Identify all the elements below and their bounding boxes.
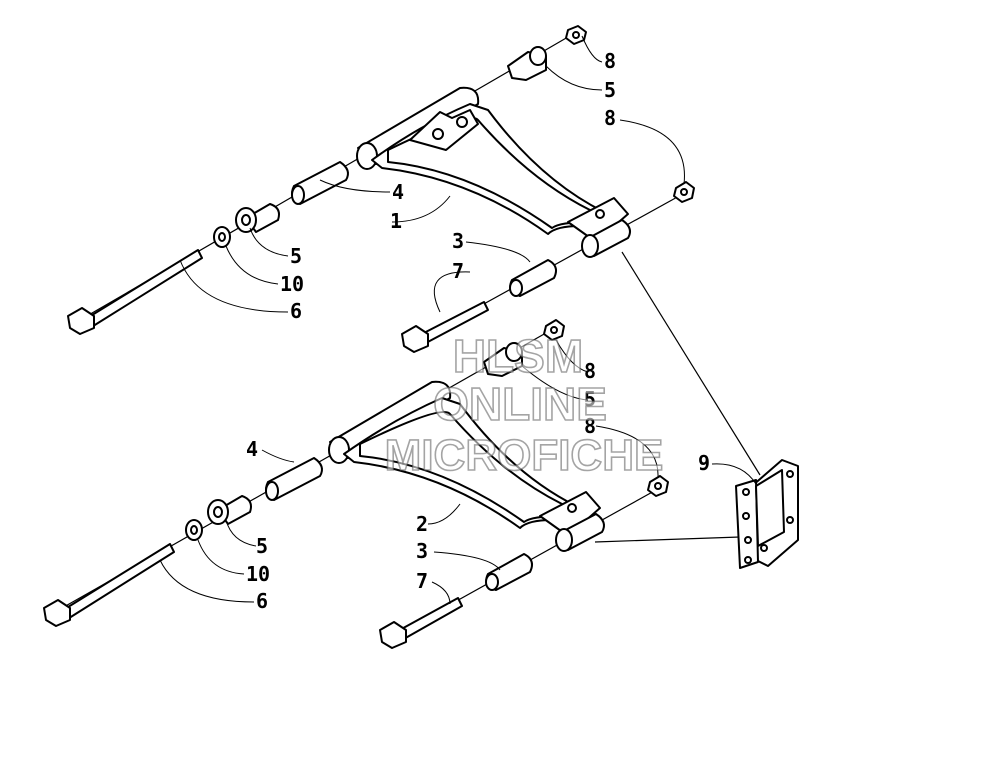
callout-5-upper-left: 5 — [290, 244, 302, 268]
callout-8-top: 8 — [604, 49, 616, 73]
callout-5-lower-left: 5 — [256, 534, 268, 558]
watermark-line-3: MICROFICHE — [385, 431, 664, 480]
callout-9: 9 — [698, 451, 710, 475]
callout-4-upper: 4 — [392, 180, 404, 204]
watermark: HLSM ONLINE MICROFICHE — [384, 329, 664, 481]
callout-5-top: 5 — [604, 78, 616, 102]
callout-3-lower: 3 — [416, 539, 428, 563]
callout-8-upper-right: 8 — [604, 106, 616, 130]
mounting-bracket — [735, 459, 799, 569]
callout-1: 1 — [390, 209, 402, 233]
leader-lines — [159, 35, 757, 605]
upper-hardware — [67, 25, 695, 353]
callout-5-lower-top: 5 — [584, 387, 596, 411]
lower-a-arm — [328, 380, 605, 552]
callout-8-lower-top: 8 — [584, 359, 596, 383]
callout-8-lower-right: 8 — [584, 414, 596, 438]
upper-a-arm — [356, 86, 631, 258]
callout-labels: 8 5 8 4 1 5 10 6 3 7 8 5 8 9 4 2 5 10 6 … — [246, 49, 710, 613]
callout-7-upper: 7 — [452, 259, 464, 283]
lower-hardware — [43, 319, 669, 649]
callout-3-upper: 3 — [452, 229, 464, 253]
callout-4-lower: 4 — [246, 437, 258, 461]
watermark-line-2: ONLINE — [433, 378, 607, 430]
callout-7-lower: 7 — [416, 569, 428, 593]
callout-10-lower: 10 — [246, 562, 270, 586]
callout-6-upper: 6 — [290, 299, 302, 323]
callout-10-upper: 10 — [280, 272, 304, 296]
watermark-line-1: HLSM — [453, 330, 583, 382]
callout-2: 2 — [416, 512, 428, 536]
callout-6-lower: 6 — [256, 589, 268, 613]
